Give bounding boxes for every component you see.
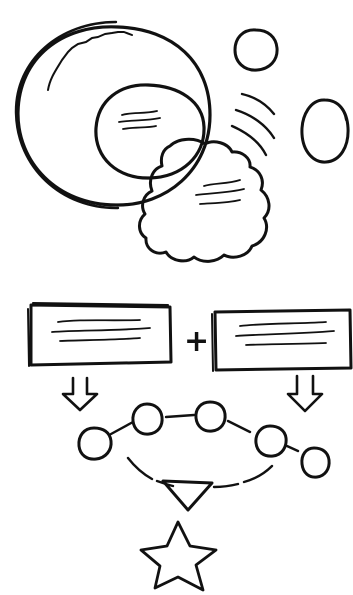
star [141,522,216,590]
dash-right-1 [244,466,272,482]
small-circle [235,30,277,70]
oval-tick [338,104,346,120]
bead-1 [79,428,111,459]
cloud-scribble-line-1 [204,180,240,186]
bead-link-3 [228,421,250,432]
bead-2 [133,404,162,434]
text-box-right-scribble-3 [246,343,326,345]
arrow-down-left-outline [63,378,97,410]
text-box-right-scribble-2 [236,331,334,336]
motion-line-2 [236,110,274,138]
dash-left-1 [128,458,152,479]
small-circle-outline [235,30,277,70]
inner-scribble-line-2 [119,118,160,122]
inner-scribble-line-1 [122,111,157,115]
bead-5 [302,448,329,477]
text-box-right-scribble-1 [240,322,326,326]
text-box-left-scribble-3 [60,338,140,341]
dash-right-2 [214,484,238,487]
cloud-blob [139,139,269,261]
bead-link-4 [287,446,298,451]
motion-line-1 [242,94,274,114]
triangle [163,481,212,510]
text-box-right-outline [215,310,351,370]
text-box-left-outline [31,305,171,365]
motion-lines [232,94,274,155]
arrow-down-left [63,378,97,410]
text-box-right [212,310,351,371]
large-circle [16,22,210,208]
cloud-scribble-line-2 [196,189,244,195]
inner-scribble-line-3 [123,126,156,129]
bead-link-2 [166,415,194,417]
oval [302,100,348,162]
large-circle-outline [18,27,210,205]
bead-link-1 [111,422,133,434]
large-circle-outline-retrace [16,22,118,208]
cloud-scribble-line-3 [200,200,240,204]
bead-chain [79,402,329,477]
triangle-outline [163,481,212,510]
motion-line-3 [232,126,266,155]
text-box-left-retrace [28,303,168,366]
text-box-row: + [28,303,351,371]
top-cluster [16,22,348,261]
bead-3 [196,402,225,431]
text-box-left-scribble-1 [58,320,140,322]
text-box-left-scribble-2 [52,328,150,332]
text-box-right-retrace [212,314,213,371]
cloud-outline [139,139,269,261]
arrow-down-right [288,376,322,411]
arrow-down-right-outline [288,376,322,411]
text-box-left [28,303,171,366]
inner-circle-outline [96,85,204,178]
plus-sign: + [184,324,209,359]
large-circle-highlight [48,32,132,90]
inner-circle [96,85,204,178]
bead-4 [256,426,286,456]
star-outline [141,522,216,590]
